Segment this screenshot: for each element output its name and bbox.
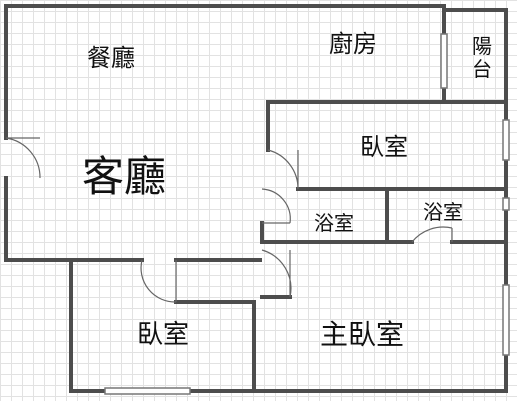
room-label-bath-left: 浴室 [314,211,354,235]
door-entrance [5,137,41,179]
door-bath-right [411,226,453,243]
room-label-kitchen: 廚房 [329,30,377,58]
door-bedroom-south [140,259,177,303]
door-bedroom-east [267,149,299,190]
wall-south-partition [174,300,256,393]
door-master [261,249,292,298]
wall-living-bottom [4,258,262,393]
room-label-dining: 餐廳 [87,44,135,72]
room-label-master-bedroom: 主臥室 [319,318,405,351]
room-label-bedroom-south: 臥室 [136,320,190,350]
room-label-balcony-char-2: 台 [472,57,492,81]
room-label-living: 客廳 [81,152,167,201]
doors [5,137,453,303]
room-label-balcony-char-1: 陽 [472,34,492,58]
window-bath-right [502,197,510,211]
walls [4,4,508,393]
room-label-balcony: 陽 台 [472,35,492,81]
windows [104,33,510,395]
room-label-bedroom-east: 臥室 [360,133,408,161]
room-label-bath-right: 浴室 [423,200,463,224]
window-bedroom-south [104,387,191,395]
window-kitchen [440,33,448,89]
window-master [502,284,510,356]
window-bedroom-east [502,119,510,161]
door-bath-left [261,188,291,224]
